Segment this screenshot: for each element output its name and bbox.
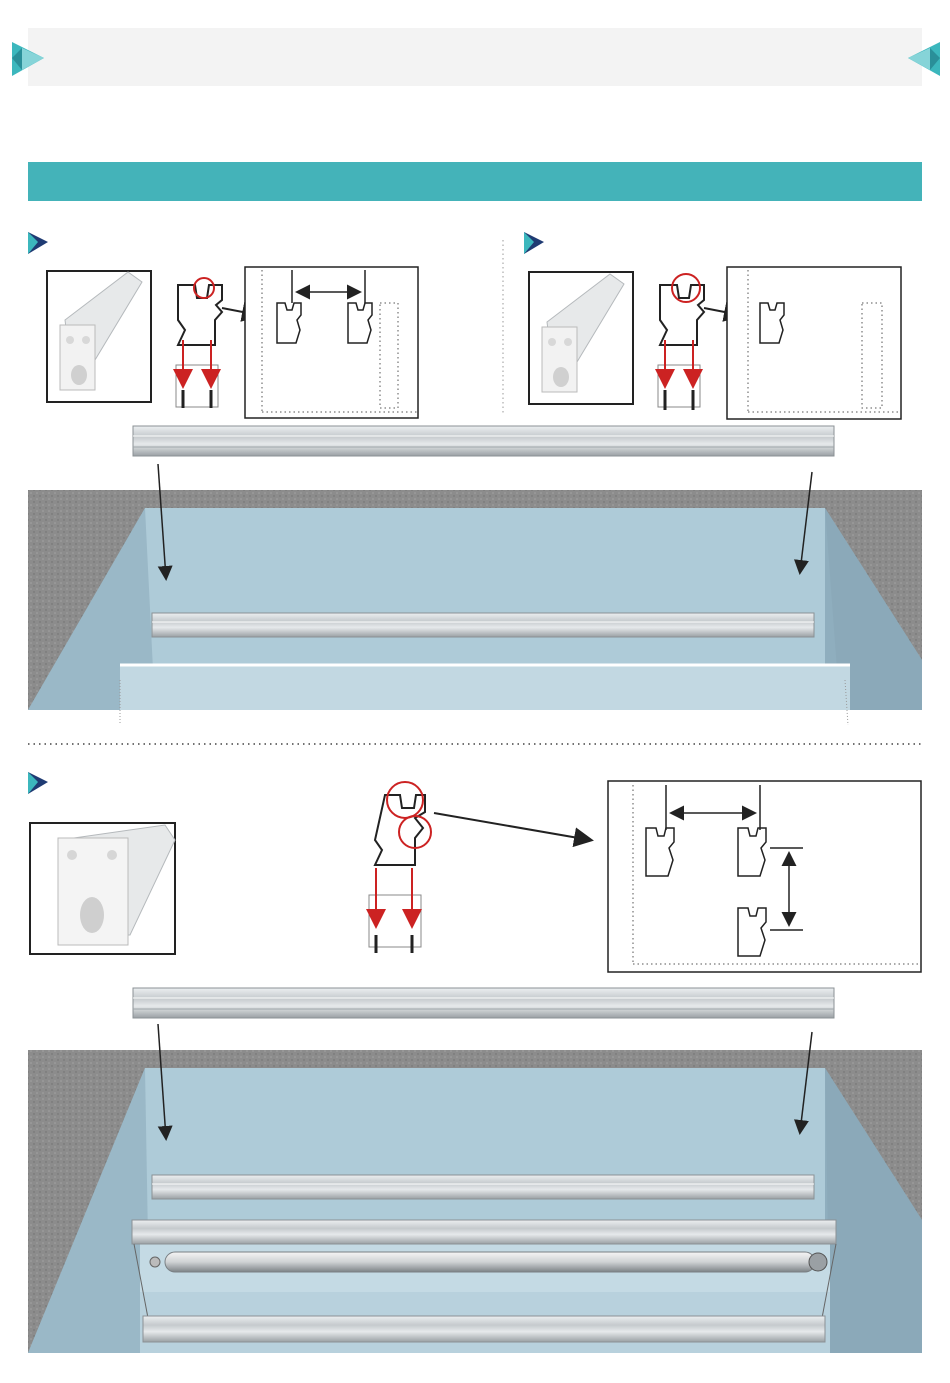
rail-loose-1 <box>133 426 834 456</box>
profile-render-box-1 <box>47 271 151 402</box>
profile-cross-section-3 <box>369 782 431 953</box>
profile-render-box-3 <box>30 823 175 954</box>
profile-render-box-2 <box>529 272 633 404</box>
rail-mounted-2 <box>152 1175 814 1199</box>
roller-tube <box>150 1252 827 1272</box>
rail-frame-bottom <box>143 1316 825 1342</box>
rail-frame-top <box>132 1220 836 1244</box>
rail-loose-2 <box>133 988 834 1018</box>
detail-box-2 <box>727 267 901 419</box>
detail-box-3 <box>608 781 921 972</box>
pool-scene-2 <box>28 1050 922 1353</box>
detail-box-1 <box>245 267 418 418</box>
rail-mounted-1 <box>152 613 814 637</box>
